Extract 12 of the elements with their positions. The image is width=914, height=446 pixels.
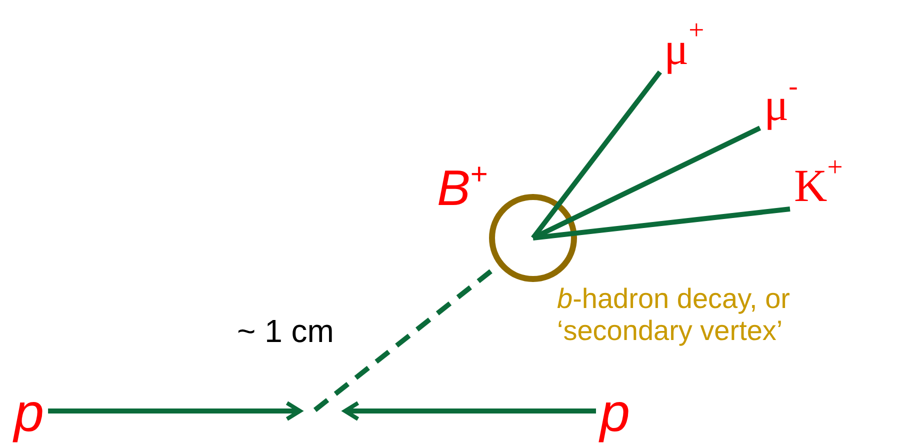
proton-label: p [600,386,630,440]
vertex-circle [489,194,577,282]
particle-label: μ$^{-}$ [764,82,798,128]
particle-label: B$^{+}$ [437,163,488,213]
edge-label: ~ 1 cm [237,315,334,347]
beam-arrow [343,401,596,421]
annotation-text: b-hadron decay, or ‘secondary vertex’ [557,283,791,348]
particle-track [532,206,790,240]
particle-track [532,126,762,240]
proton-label: p [14,386,44,440]
particle-track [531,70,662,240]
beam-arrow [48,401,302,421]
